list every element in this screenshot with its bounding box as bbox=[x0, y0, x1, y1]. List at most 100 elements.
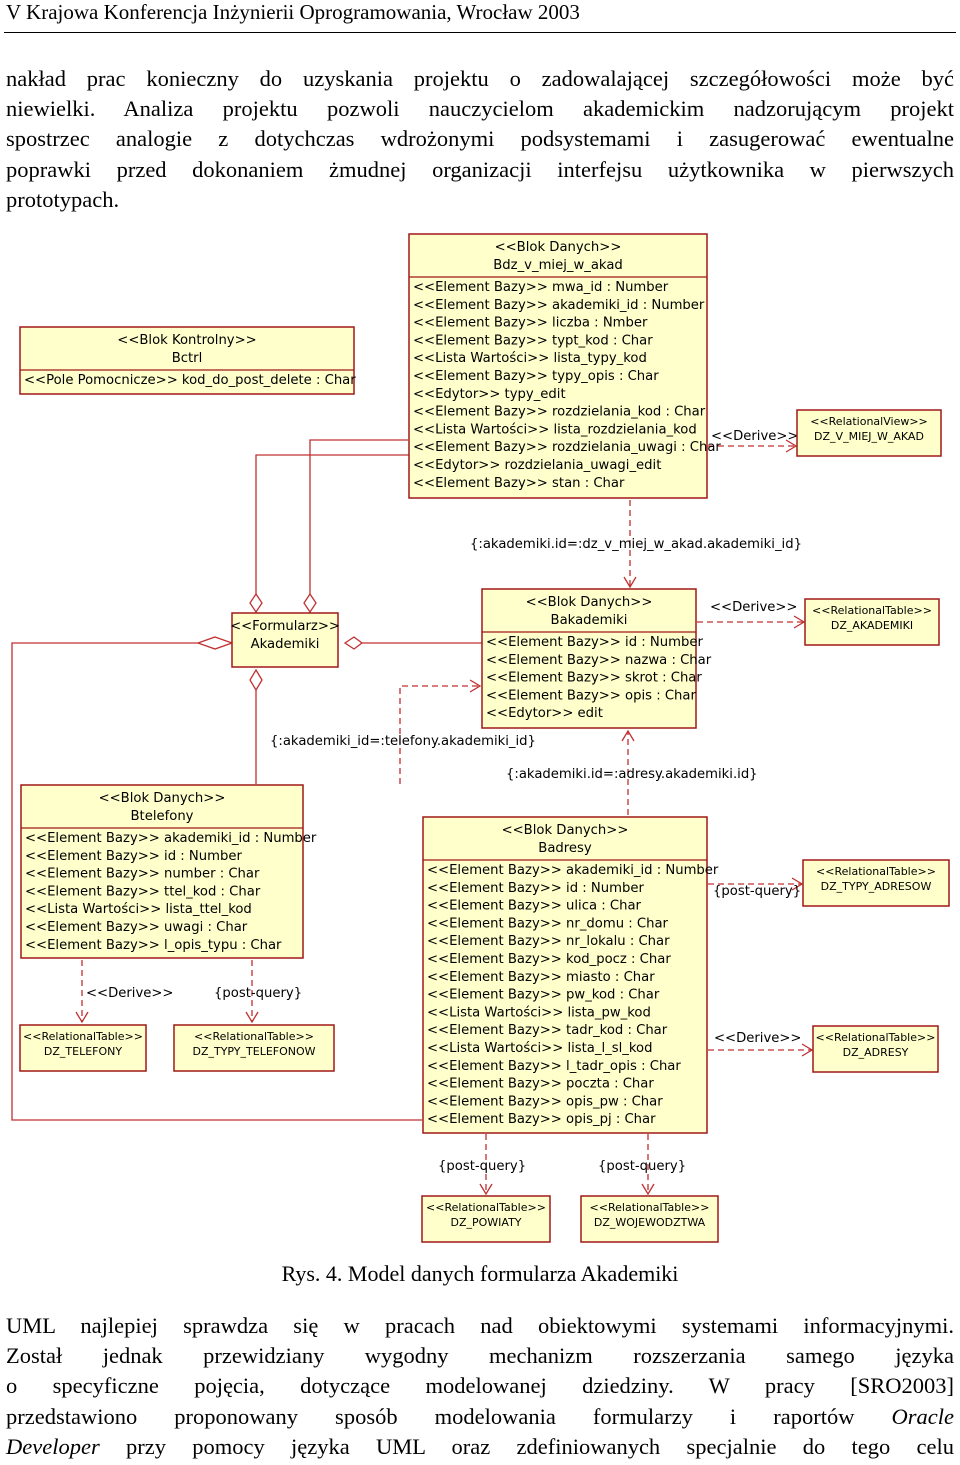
box-attribute: <<Edytor>> edit bbox=[486, 706, 603, 721]
paragraph-bottom: UML najlepiej sprawdza się w pracach nad… bbox=[6, 1311, 954, 1462]
uml-box-rt-typy-telefonow: <<RelationalTable>> DZ_TYPY_TELEFONOW bbox=[173, 1024, 335, 1072]
paragraph-line: nakład prac konieczny do uzyskania proje… bbox=[6, 66, 954, 91]
arrow-icon bbox=[641, 1183, 655, 1196]
arrow-icon bbox=[793, 615, 806, 629]
box-name: DZ_ADRESY bbox=[843, 1046, 909, 1059]
label-derive-akademiki: <<Derive>> bbox=[710, 600, 797, 615]
paragraph-line: UML najlepiej sprawdza się w pracach nad… bbox=[6, 1313, 954, 1338]
box-stereotype: <<Blok Danych>> bbox=[502, 823, 629, 838]
uml-box-view-dz: <<RelationalView>>DZ_V_MIEJ_W_AKAD bbox=[796, 409, 942, 457]
box-frame bbox=[408, 233, 708, 499]
figure-caption: Rys. 4. Model danych formularza Akademik… bbox=[281, 1261, 679, 1286]
box-attribute: <<Element Bazy>> nr_domu : Char bbox=[427, 916, 669, 931]
paragraph-line: prototypach. bbox=[6, 186, 120, 212]
diamond-icon bbox=[249, 668, 263, 692]
box-stereotype: <<RelationalView>> bbox=[810, 415, 928, 428]
box-attribute: <<Element Bazy>> ttel_kod : Char bbox=[25, 884, 261, 899]
label-derive-telefony: <<Derive>> bbox=[86, 986, 173, 1001]
box-attribute: <<Element Bazy>> skrot : Char bbox=[486, 671, 702, 686]
box-stereotype: <<RelationalTable>> bbox=[812, 604, 932, 617]
box-attribute: <<Element Bazy>> nr_lokalu : Char bbox=[427, 934, 670, 949]
box-frame bbox=[422, 816, 708, 1134]
text-run: przedstawiono proponowany sposób modelow… bbox=[6, 1403, 855, 1429]
paragraph-line: spostrzec analogie z dotychczas wdrożony… bbox=[6, 126, 954, 152]
box-attribute: <<Element Bazy>> number : Char bbox=[25, 867, 260, 882]
box-attribute: <<Element Bazy>> uwagi : Char bbox=[25, 920, 248, 935]
label-cond-adresy: {:akademiki.id=:adresy.akademiki.id} bbox=[506, 767, 758, 782]
uml-diagram: <<Derive>> {:akademiki.id=:dz_v_miej_w_a… bbox=[11, 233, 950, 1243]
box-frame bbox=[580, 1195, 719, 1243]
box-attribute: <<Element Bazy>> akademiki_id : Number bbox=[427, 863, 719, 878]
box-attribute: <<Edytor>> typy_edit bbox=[413, 387, 566, 402]
box-stereotype: <<RelationalTable>> bbox=[816, 1031, 936, 1044]
box-frame bbox=[481, 588, 697, 729]
box-name: DZ_POWIATY bbox=[450, 1216, 521, 1229]
box-attribute: <<Element Bazy>> typt_kod : Char bbox=[413, 333, 653, 348]
uml-boxes: <<Blok Kontrolny>> Bctrl <<Pole Pomocnicze… bbox=[19, 233, 950, 1243]
uml-box-btelefony: <<Blok Danych>>Btelefony<<Element Bazy>>… bbox=[20, 784, 317, 959]
box-attribute: <<Pole Pomocnicze>> kod_do_post_delete :… bbox=[24, 373, 356, 388]
box-frame bbox=[173, 1024, 335, 1072]
box-frame bbox=[421, 1195, 551, 1243]
box-frame bbox=[796, 409, 942, 457]
label-derive-view: <<Derive>> bbox=[711, 429, 798, 444]
paragraph-line: Został jednak przewidziany wygodny mecha… bbox=[6, 1343, 954, 1369]
paragraph-line: Developer przy pomocy języka UML oraz zd… bbox=[6, 1432, 954, 1462]
box-name: Bctrl bbox=[172, 351, 203, 366]
box-attribute: <<Element Bazy>> l_tadr_opis : Char bbox=[427, 1059, 681, 1074]
box-attribute: <<Element Bazy>> opis_pj : Char bbox=[427, 1112, 656, 1127]
box-stereotype: <<Blok Danych>> bbox=[99, 791, 226, 806]
box-attribute: <<Element Bazy>> nazwa : Char bbox=[486, 653, 712, 668]
uml-box-rt-telefony: <<RelationalTable>>DZ_TELEFONY bbox=[19, 1024, 147, 1072]
box-attribute: <<Edytor>> rozdzielania_uwagi_edit bbox=[413, 458, 661, 473]
box-attribute: <<Element Bazy>> id : Number bbox=[427, 881, 644, 896]
box-stereotype: <<Blok Danych>> bbox=[495, 240, 622, 255]
box-attribute: <<Element Bazy>> akademiki_id : Number bbox=[25, 831, 317, 846]
box-name: DZ_AKADEMIKI bbox=[831, 619, 913, 632]
box-attribute: <<Element Bazy>> ulica : Char bbox=[427, 899, 642, 914]
paragraph-line: przedstawiono proponowany sposób modelow… bbox=[6, 1402, 954, 1432]
box-stereotype: <<Blok Kontrolny>> bbox=[117, 333, 256, 348]
box-attribute: <<Element Bazy>> opis : Char bbox=[486, 688, 696, 703]
box-name: DZ_TYPY_TELEFONOW bbox=[192, 1045, 315, 1058]
box-attribute: <<Element Bazy>> rozdzielania_kod : Char bbox=[413, 405, 706, 420]
connector-labels: <<Derive>> {:akademiki.id=:dz_v_miej_w_a… bbox=[86, 429, 802, 1174]
box-stereotype: <<RelationalTable>> bbox=[426, 1201, 546, 1214]
label-postquery-typy-telefonow: {post-query} bbox=[214, 986, 302, 1001]
box-attribute: <<Element Bazy>> opis_pw : Char bbox=[427, 1094, 663, 1109]
diamond-icon bbox=[249, 592, 263, 614]
uml-box-badresy: <<Blok Danych>>Badresy<<Element Bazy>> a… bbox=[422, 816, 719, 1134]
arrow-icon bbox=[785, 439, 798, 453]
box-stereotype: <<RelationalTable>> bbox=[816, 865, 936, 878]
box-stereotype: <<RelationalTable>> bbox=[194, 1030, 314, 1043]
uml-box-bdz: <<Blok Danych>>Bdz_v_miej_w_akad<<Elemen… bbox=[408, 233, 721, 499]
box-attribute: <<Element Bazy>> id : Number bbox=[25, 849, 242, 864]
box-frame bbox=[19, 1024, 147, 1072]
paragraph-line: niewielki. Analiza projektu pozwoli nauc… bbox=[6, 96, 954, 122]
link-formularz-badresy bbox=[11, 642, 422, 1121]
arrow-icon bbox=[791, 877, 804, 891]
box-attribute: <<Element Bazy>> akademiki_id : Number bbox=[413, 298, 705, 313]
text-run: przy pomocy języka UML oraz zdefiniowany… bbox=[126, 1433, 955, 1459]
box-attribute: <<Lista Wartości>> lista_l_sl_kod bbox=[427, 1040, 652, 1056]
box-attribute: <<Lista Wartości>> lista_typy_kod bbox=[413, 350, 647, 366]
box-name: Akademiki bbox=[251, 637, 320, 652]
box-frame bbox=[20, 784, 304, 959]
diamond-icon bbox=[196, 636, 234, 650]
box-attribute: <<Lista Wartości>> lista_rozdzielania_ko… bbox=[413, 421, 697, 437]
box-stereotype: <<RelationalTable>> bbox=[590, 1201, 710, 1214]
uml-box-rt-powiaty: <<RelationalTable>> DZ_POWIATY bbox=[421, 1195, 551, 1243]
box-attribute: <<Lista Wartości>> lista_ttel_kod bbox=[25, 901, 252, 917]
box-name: DZ_WOJEWODZTWA bbox=[594, 1216, 706, 1229]
uml-box-rt-wojewodztwa: <<RelationalTable>> DZ_WOJEWODZTWA bbox=[580, 1195, 719, 1243]
text-run-italic: Oracle bbox=[891, 1403, 954, 1429]
box-attribute: <<Element Bazy>> id : Number bbox=[486, 635, 703, 650]
link-btelefony-bakademiki bbox=[399, 685, 480, 784]
label-derive-adresy: <<Derive>> bbox=[714, 1031, 801, 1046]
label-postquery-wojewodztwa: {post-query} bbox=[598, 1159, 686, 1174]
box-attribute: <<Element Bazy>> pw_kod : Char bbox=[427, 988, 660, 1003]
box-name: DZ_TYPY_ADRESOW bbox=[821, 880, 932, 893]
box-stereotype: <<Formularz>> bbox=[230, 619, 340, 634]
box-attribute: <<Element Bazy>> kod_pocz : Char bbox=[427, 952, 671, 967]
